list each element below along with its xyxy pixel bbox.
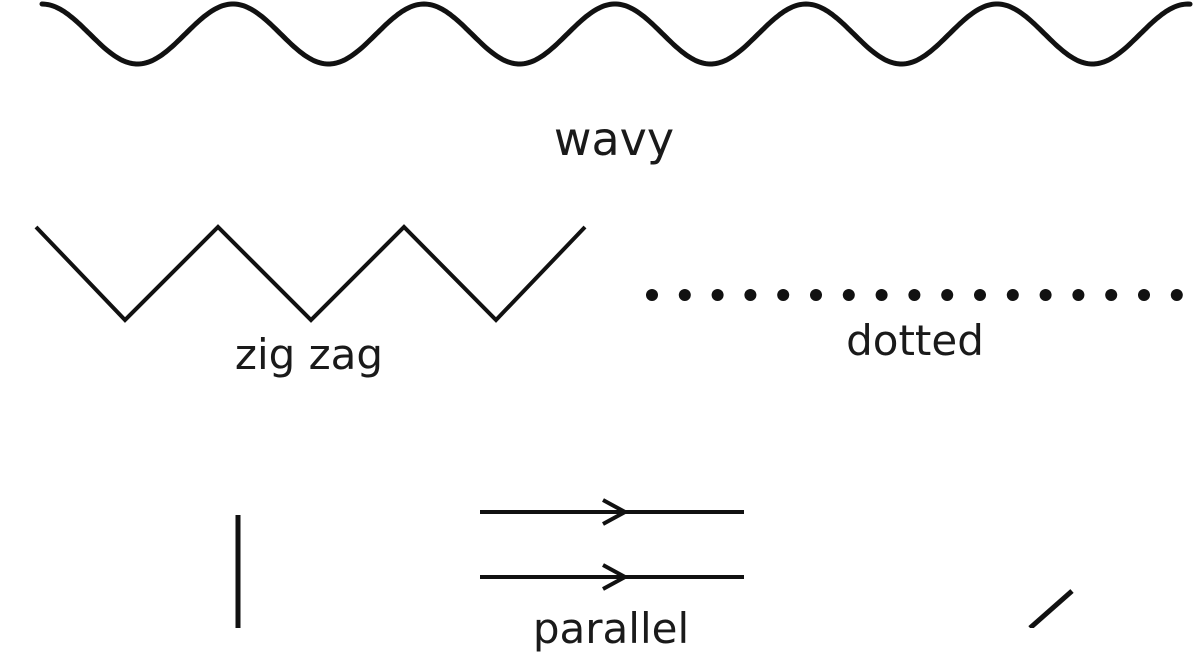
- parallel-label: parallel: [532, 604, 690, 653]
- dot: [678, 289, 691, 301]
- dot: [1006, 289, 1019, 301]
- dot: [875, 289, 888, 301]
- dotted-line: [646, 289, 1183, 301]
- dot: [941, 289, 954, 301]
- dot: [810, 289, 822, 301]
- dot: [1170, 289, 1183, 301]
- arrow-head-bottom-icon: [602, 563, 630, 591]
- dot: [1039, 289, 1052, 301]
- dot: [744, 289, 757, 301]
- wavy-line: [39, 1, 1193, 67]
- arrow-head-top-icon: [602, 498, 630, 526]
- dot: [974, 289, 986, 301]
- diagonal-line: [1028, 589, 1074, 628]
- dot: [711, 289, 724, 301]
- dot: [646, 289, 658, 301]
- dot: [777, 289, 790, 301]
- dot: [842, 289, 855, 301]
- zigzag-line: [34, 224, 587, 323]
- line-types-diagram: [34, 1, 1193, 628]
- dot: [1138, 289, 1150, 301]
- dot: [1072, 289, 1085, 301]
- dot: [908, 289, 921, 301]
- dot: [1105, 289, 1118, 301]
- dotted-label: dotted: [846, 316, 984, 365]
- parallel-lines: [480, 498, 744, 591]
- zigzag-label: zig zag: [234, 330, 384, 379]
- wavy-label: wavy: [553, 112, 675, 166]
